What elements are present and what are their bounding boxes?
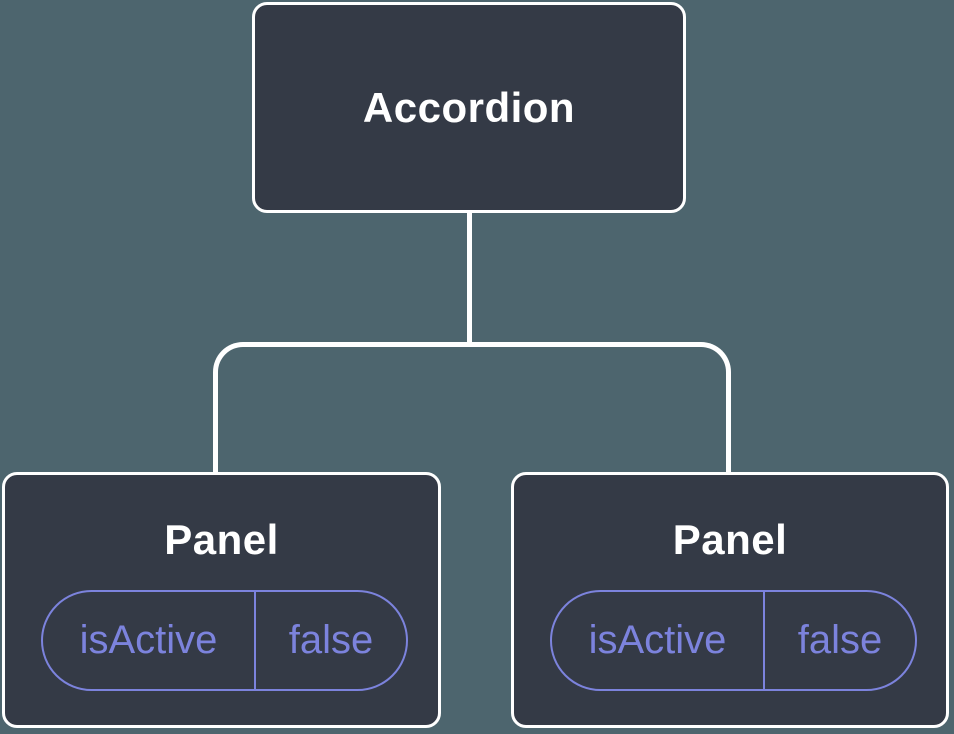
component-node-panel-1: Panel isActive false (2, 472, 441, 728)
panel-1-state-value: false (288, 618, 374, 662)
panel-2-node-label: Panel (672, 516, 788, 563)
component-node-panel-2: Panel isActive false (511, 472, 949, 728)
panel-1-state-value-cell: false (256, 592, 406, 689)
component-node-accordion: Accordion (252, 2, 686, 213)
panel-1-state-key: isActive (79, 618, 218, 662)
panel-2-state-value-cell: false (765, 592, 915, 689)
panel-2-state-value: false (797, 618, 883, 662)
panel-1-state-pill: isActive false (41, 590, 408, 691)
accordion-node-label: Accordion (362, 83, 576, 131)
connector-root-stem (467, 210, 472, 347)
panel-2-state-key-cell: isActive (552, 592, 765, 689)
connector-branch-bracket (213, 342, 731, 473)
panel-1-node-label: Panel (164, 516, 279, 563)
panel-1-state-key-cell: isActive (43, 592, 256, 689)
panel-2-state-key: isActive (588, 618, 727, 662)
panel-2-state-pill: isActive false (550, 590, 917, 691)
